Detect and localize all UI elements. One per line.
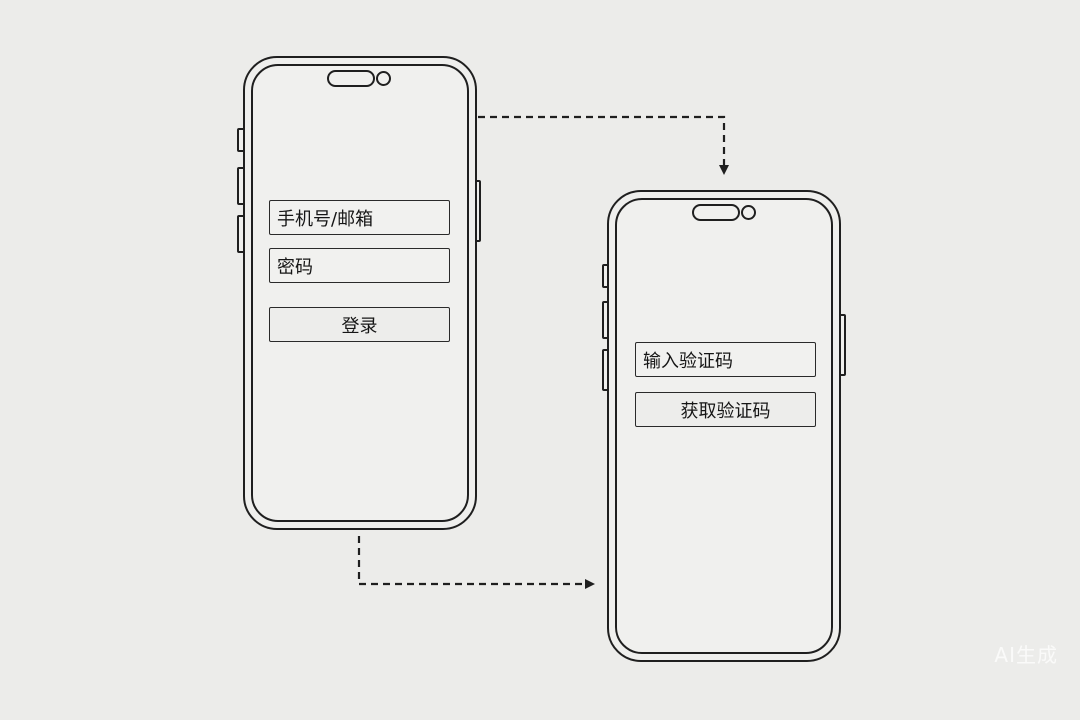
phone-screen xyxy=(251,64,469,522)
speaker-notch xyxy=(692,204,740,221)
password-input[interactable]: 密码 xyxy=(269,248,450,283)
verification-code-input[interactable]: 输入验证码 xyxy=(635,342,816,377)
speaker-notch xyxy=(327,70,375,87)
camera-icon xyxy=(741,205,756,220)
password-placeholder: 密码 xyxy=(277,253,313,279)
account-placeholder: 手机号/邮箱 xyxy=(277,205,373,231)
verification-code-placeholder: 输入验证码 xyxy=(643,347,733,373)
arrow-bottom-to-verify xyxy=(359,536,592,584)
watermark: AI生成 xyxy=(994,639,1058,668)
get-code-button[interactable]: 获取验证码 xyxy=(635,392,816,427)
login-button[interactable]: 登录 xyxy=(269,307,450,342)
get-code-button-label: 获取验证码 xyxy=(681,397,771,423)
camera-icon xyxy=(376,71,391,86)
account-input[interactable]: 手机号/邮箱 xyxy=(269,200,450,235)
login-button-label: 登录 xyxy=(342,312,378,338)
arrow-top-to-verify xyxy=(478,117,724,172)
